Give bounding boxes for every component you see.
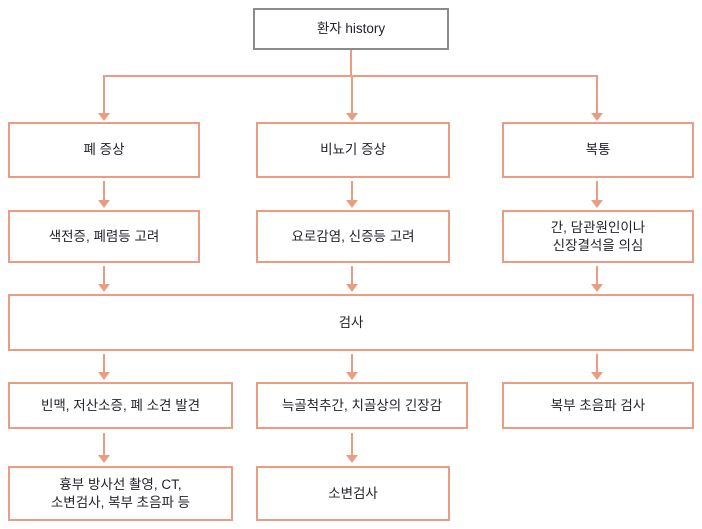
finding-box-pulmonary: 빈맥, 저산소증, 폐 소견 발견 — [8, 382, 233, 429]
branch-stem-line — [350, 50, 352, 77]
arrow-exam-to-finding-abdominal — [591, 354, 603, 380]
arrow-urinary-to-exam — [346, 266, 358, 292]
symptom-box-urinary: 비뇨기 증상 — [256, 122, 450, 178]
branch-horizontal-line — [103, 75, 598, 77]
arrow-exam-to-finding-pulmonary — [98, 354, 110, 380]
branch-arrow-middle — [346, 75, 358, 121]
arrow-urinary-to-consider — [346, 181, 358, 208]
arrow-finding-to-test-urinary — [346, 433, 358, 463]
arrow-pulmonary-to-exam — [98, 266, 110, 292]
symptom-box-abdominal: 복통 — [502, 122, 694, 178]
test-box-urinary: 소변검사 — [256, 466, 450, 521]
exam-box: 검사 — [8, 294, 694, 351]
arrow-abdominal-to-consider — [591, 181, 603, 208]
arrow-exam-to-finding-urinary — [346, 354, 358, 380]
arrow-finding-to-test-pulmonary — [98, 433, 110, 463]
finding-box-abdominal: 복부 초음파 검사 — [502, 382, 694, 429]
symptom-box-pulmonary: 폐 증상 — [8, 122, 200, 178]
consider-box-abdominal: 간, 담관원인이나 신장결석을 의심 — [502, 210, 694, 263]
test-box-pulmonary: 흉부 방사선 촬영, CT, 소변검사, 복부 초음파 등 — [8, 466, 233, 521]
consider-box-urinary: 요로감염, 신증등 고려 — [256, 210, 450, 263]
finding-box-urinary: 늑골척추간, 치골상의 긴장감 — [256, 382, 468, 429]
branch-arrow-left — [98, 75, 110, 121]
arrow-pulmonary-to-consider — [98, 181, 110, 208]
branch-arrow-right — [591, 75, 603, 121]
arrow-abdominal-to-exam — [591, 266, 603, 292]
root-box-patient-history: 환자 history — [253, 8, 449, 50]
consider-box-pulmonary: 색전증, 폐렴등 고려 — [8, 210, 200, 263]
